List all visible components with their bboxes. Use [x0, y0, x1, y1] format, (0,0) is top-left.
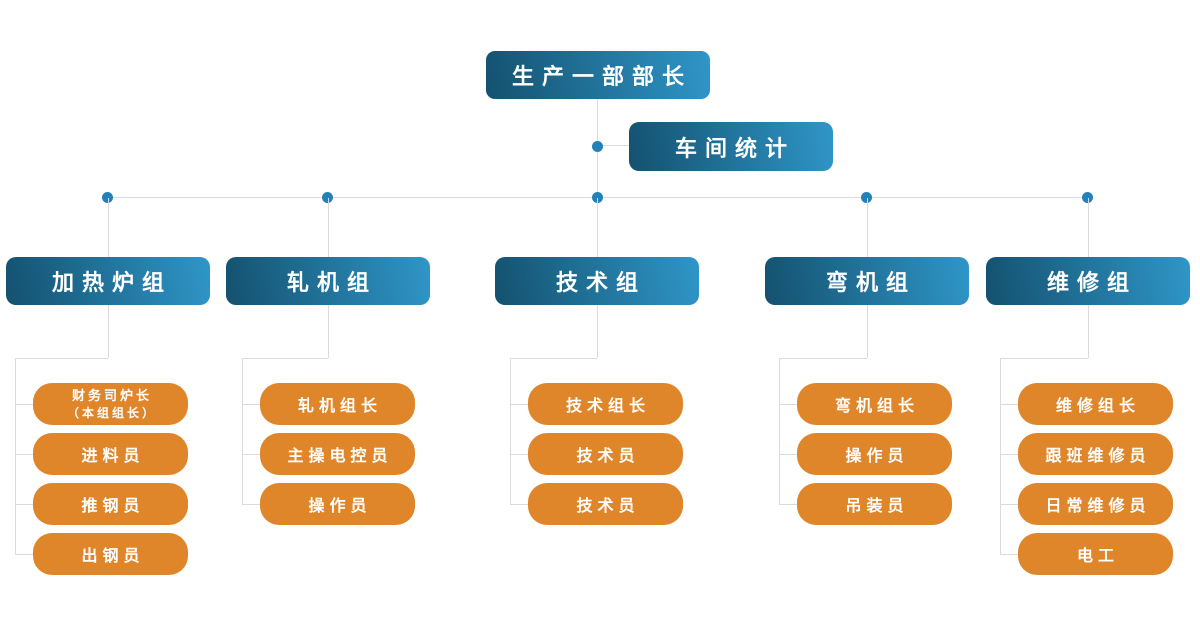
connector-dot	[322, 192, 333, 203]
connector-line	[597, 305, 598, 358]
group-header-2: 轧机组	[226, 257, 430, 305]
member-node: 技术员	[528, 433, 683, 475]
connector-line	[328, 305, 329, 358]
group-header-label: 加热炉组	[51, 270, 172, 295]
group-header-1: 加热炉组	[6, 257, 210, 305]
connector-line	[510, 358, 511, 505]
connector-line	[242, 404, 260, 405]
connector-line	[328, 198, 329, 257]
member-node-label: 日常维修员	[1045, 498, 1151, 515]
connector-dot	[861, 192, 872, 203]
member-node-label: 技术组长	[565, 398, 650, 415]
group-header-label: 技术组	[555, 270, 646, 295]
connector-line	[867, 305, 868, 358]
connector-line	[242, 358, 328, 359]
connector-line	[242, 504, 260, 505]
member-node-label: 进料员	[81, 448, 145, 465]
root-node-label: 生产一部部长	[511, 64, 692, 89]
connector-dot	[592, 192, 603, 203]
connector-line	[1000, 358, 1001, 555]
connector-line	[779, 358, 780, 505]
connector-dot	[1082, 192, 1093, 203]
connector-line	[1000, 504, 1018, 505]
member-node-label: 跟班维修员	[1045, 448, 1151, 465]
member-node: 轧机组长	[260, 383, 415, 425]
connector-line	[779, 454, 797, 455]
connector-line	[1088, 198, 1089, 257]
connector-line	[1000, 454, 1018, 455]
connector-line	[510, 504, 528, 505]
member-node: 技术组长	[528, 383, 683, 425]
connector-line	[510, 454, 528, 455]
member-node-label: 电工	[1076, 548, 1119, 565]
connector-line	[510, 404, 528, 405]
member-node-label: 技术员	[576, 448, 640, 465]
connector-line	[1088, 305, 1089, 358]
connector-line	[15, 404, 33, 405]
connector-line	[242, 454, 260, 455]
member-node-label: 轧机组长	[297, 398, 382, 415]
root-node: 生产一部部长	[486, 51, 710, 99]
connector-line	[779, 404, 797, 405]
connector-line	[15, 358, 16, 555]
group-header-label: 维修组	[1046, 270, 1137, 295]
stat-node: 车间统计	[629, 122, 833, 171]
member-node-label: 财务司炉长	[71, 388, 152, 404]
member-node: 电工	[1018, 533, 1173, 575]
member-node-label: 主操电控员	[287, 448, 393, 465]
member-node-label: 推钢员	[81, 498, 145, 515]
connector-line	[779, 358, 867, 359]
member-node-label: 出钢员	[81, 548, 145, 565]
member-node-label: 技术员	[576, 498, 640, 515]
member-node: 财务司炉长（本组组长）	[33, 383, 188, 425]
connector-line	[597, 198, 598, 257]
connector-line	[15, 504, 33, 505]
member-node-sublabel: （本组组长）	[66, 405, 157, 420]
member-node: 维修组长	[1018, 383, 1173, 425]
member-node: 推钢员	[33, 483, 188, 525]
member-node-label: 弯机组长	[834, 398, 919, 415]
group-header-label: 弯机组	[825, 270, 916, 295]
member-node: 主操电控员	[260, 433, 415, 475]
connector-line	[15, 358, 108, 359]
group-header-5: 维修组	[986, 257, 1190, 305]
member-node: 进料员	[33, 433, 188, 475]
group-header-label: 轧机组	[286, 270, 377, 295]
member-node: 日常维修员	[1018, 483, 1173, 525]
member-node: 操作员	[797, 433, 952, 475]
connector-line	[1000, 554, 1018, 555]
connector-line	[779, 504, 797, 505]
member-node-label: 操作员	[845, 448, 909, 465]
connector-line	[108, 198, 109, 257]
member-node-label: 吊装员	[845, 498, 909, 515]
group-header-4: 弯机组	[765, 257, 969, 305]
member-node: 跟班维修员	[1018, 433, 1173, 475]
connector-line	[15, 554, 33, 555]
connector-line	[242, 358, 243, 505]
member-node: 吊装员	[797, 483, 952, 525]
member-node: 弯机组长	[797, 383, 952, 425]
member-node: 出钢员	[33, 533, 188, 575]
connector-line	[1000, 358, 1088, 359]
group-header-3: 技术组	[495, 257, 699, 305]
connector-dot	[592, 141, 603, 152]
member-node-label: 维修组长	[1055, 398, 1140, 415]
connector-dot	[102, 192, 113, 203]
member-node-label: 操作员	[308, 498, 372, 515]
connector-line	[510, 358, 597, 359]
connector-line	[1000, 404, 1018, 405]
member-node: 技术员	[528, 483, 683, 525]
connector-line	[598, 145, 629, 146]
connector-line	[108, 305, 109, 358]
connector-line	[867, 198, 868, 257]
stat-node-label: 车间统计	[674, 135, 795, 161]
connector-line	[15, 454, 33, 455]
member-node: 操作员	[260, 483, 415, 525]
